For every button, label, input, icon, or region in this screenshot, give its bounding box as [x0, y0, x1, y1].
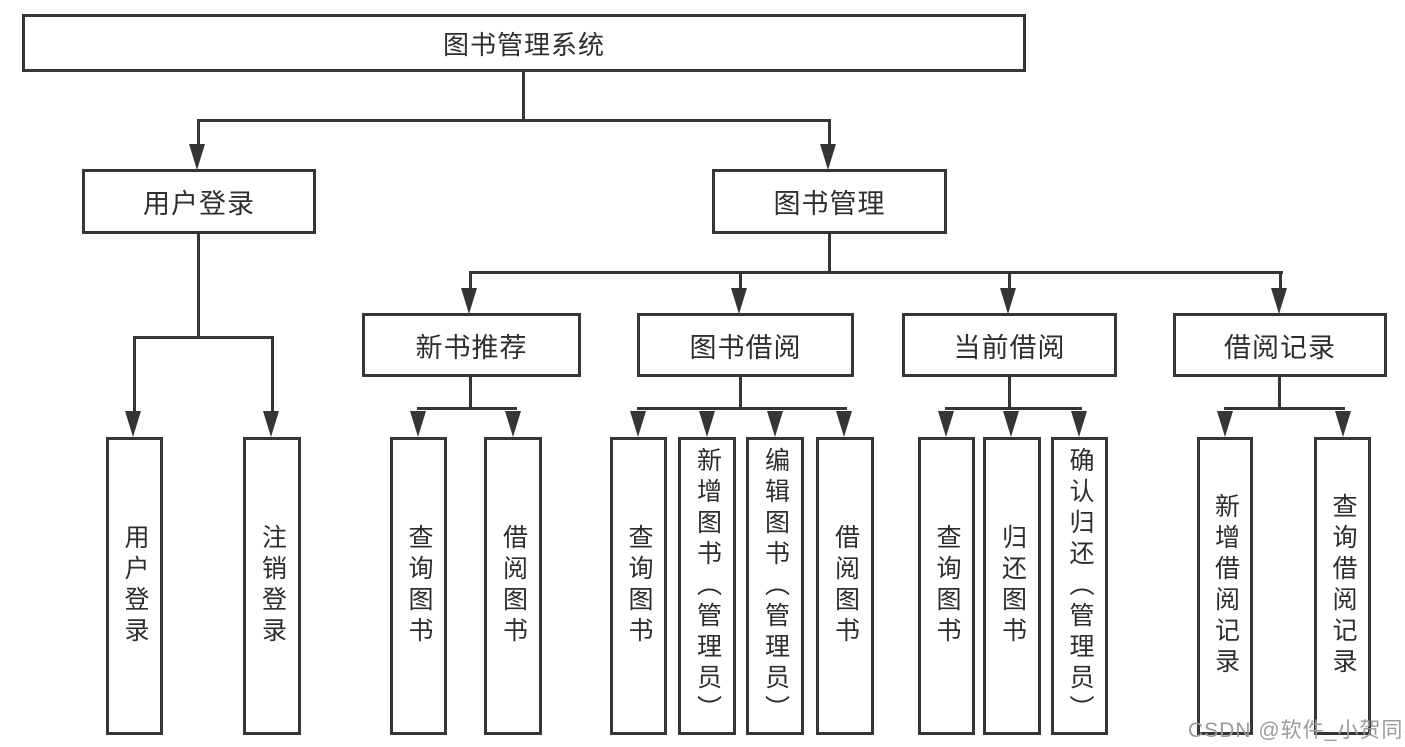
connector-drop-new-book — [469, 271, 472, 291]
leaf-bb-add-books-admin: 新增图书（管理员） — [678, 437, 736, 735]
connector-drop-current-borrow — [1008, 271, 1011, 291]
node-new-book-recommend-label: 新书推荐 — [415, 332, 528, 363]
leaf-bb-borrow-books-label: 借阅图书 — [831, 524, 860, 648]
connector-drop-leaf-login — [133, 336, 136, 412]
leaf-nb-query-books: 查询图书 — [390, 437, 447, 735]
arrowhead-down-icon — [1071, 411, 1087, 437]
leaf-bb-query-books-label: 查询图书 — [625, 524, 653, 648]
leaf-br-add-record-label: 新增借阅记录 — [1211, 493, 1240, 679]
connector-book-management-stem — [828, 233, 831, 274]
leaf-bb-borrow-books: 借阅图书 — [816, 437, 874, 735]
arrowhead-down-icon — [1271, 288, 1287, 314]
arrowhead-down-icon — [263, 411, 279, 437]
node-user-login-label: 用户登录 — [143, 189, 255, 219]
leaf-user-login: 用户登录 — [106, 437, 163, 735]
leaf-cb-query-books-label: 查询图书 — [933, 524, 961, 648]
leaf-nb-borrow-books: 借阅图书 — [484, 437, 542, 735]
connector-borrow-records-split — [1224, 407, 1345, 410]
connector-current-borrow-split — [945, 407, 1082, 410]
node-book-management-label: 图书管理 — [773, 189, 886, 219]
connector-new-book-split — [417, 407, 517, 410]
connector-book-management-split — [469, 271, 1283, 274]
leaf-br-query-record: 查询借阅记录 — [1314, 437, 1371, 735]
connector-book-borrow-stem — [739, 376, 742, 407]
leaf-bb-edit-books-admin-label: 编辑图书（管理员） — [761, 446, 790, 726]
leaf-logout-label: 注销登录 — [258, 524, 287, 648]
leaf-nb-borrow-books-label: 借阅图书 — [499, 524, 528, 648]
arrowhead-down-icon — [836, 411, 852, 437]
connector-drop-leaf-logout — [271, 336, 274, 412]
arrowhead-down-icon — [938, 411, 954, 437]
arrowhead-down-icon — [630, 411, 646, 437]
node-book-system: 图书管理系统 — [22, 14, 1026, 72]
arrowhead-down-icon — [125, 411, 141, 437]
leaf-nb-query-books-label: 查询图书 — [405, 524, 433, 648]
connector-drop-user-login — [197, 119, 200, 147]
arrowhead-down-icon — [410, 411, 426, 437]
node-book-borrow: 图书借阅 — [637, 313, 854, 377]
leaf-cb-confirm-return-admin-label: 确认归还（管理员） — [1066, 446, 1094, 726]
node-book-management: 图书管理 — [712, 169, 947, 234]
leaf-cb-confirm-return-admin: 确认归还（管理员） — [1051, 437, 1108, 735]
arrowhead-down-icon — [189, 144, 205, 170]
connector-user-login-stem — [197, 233, 200, 339]
leaf-user-login-label: 用户登录 — [121, 524, 149, 648]
arrowhead-down-icon — [505, 411, 521, 437]
node-book-system-label: 图书管理系统 — [442, 29, 605, 60]
arrowhead-down-icon — [1000, 288, 1016, 314]
connector-drop-borrow-records — [1279, 271, 1282, 291]
arrowhead-down-icon — [1217, 411, 1233, 437]
node-new-book-recommend: 新书推荐 — [362, 313, 581, 377]
connector-root-split — [197, 119, 831, 122]
connector-borrow-records-stem — [1278, 376, 1281, 407]
leaf-bb-edit-books-admin: 编辑图书（管理员） — [746, 437, 804, 735]
node-current-borrow-label: 当前借阅 — [953, 332, 1066, 363]
leaf-cb-return-books: 归还图书 — [983, 437, 1041, 735]
node-current-borrow: 当前借阅 — [902, 313, 1117, 377]
arrowhead-down-icon — [699, 411, 715, 437]
node-borrow-records-label: 借阅记录 — [1224, 332, 1336, 363]
leaf-logout: 注销登录 — [243, 437, 301, 735]
leaf-cb-query-books: 查询图书 — [918, 437, 975, 735]
leaf-bb-add-books-admin-label: 新增图书（管理员） — [693, 446, 722, 726]
arrowhead-down-icon — [767, 411, 783, 437]
connector-drop-book-management — [828, 119, 831, 147]
node-borrow-records: 借阅记录 — [1173, 313, 1387, 377]
leaf-br-add-record: 新增借阅记录 — [1197, 437, 1253, 735]
leaf-br-query-record-label: 查询借阅记录 — [1329, 493, 1357, 679]
connector-user-login-split — [133, 336, 274, 339]
node-book-borrow-label: 图书借阅 — [689, 332, 802, 363]
connector-current-borrow-stem — [1008, 376, 1011, 407]
csdn-watermark: CSDN @软件_小贺同学 — [1188, 719, 1405, 742]
connector-drop-book-borrow — [739, 271, 742, 291]
arrowhead-down-icon — [461, 288, 477, 314]
connector-book-borrow-split — [637, 407, 847, 410]
connector-new-book-stem — [469, 376, 472, 407]
node-user-login: 用户登录 — [82, 169, 316, 234]
arrowhead-down-icon — [1335, 411, 1351, 437]
arrowhead-down-icon — [1003, 411, 1019, 437]
arrowhead-down-icon — [820, 144, 836, 170]
leaf-bb-query-books: 查询图书 — [610, 437, 667, 735]
leaf-cb-return-books-label: 归还图书 — [998, 524, 1027, 648]
arrowhead-down-icon — [731, 288, 747, 314]
connector-root-stem — [522, 70, 525, 120]
